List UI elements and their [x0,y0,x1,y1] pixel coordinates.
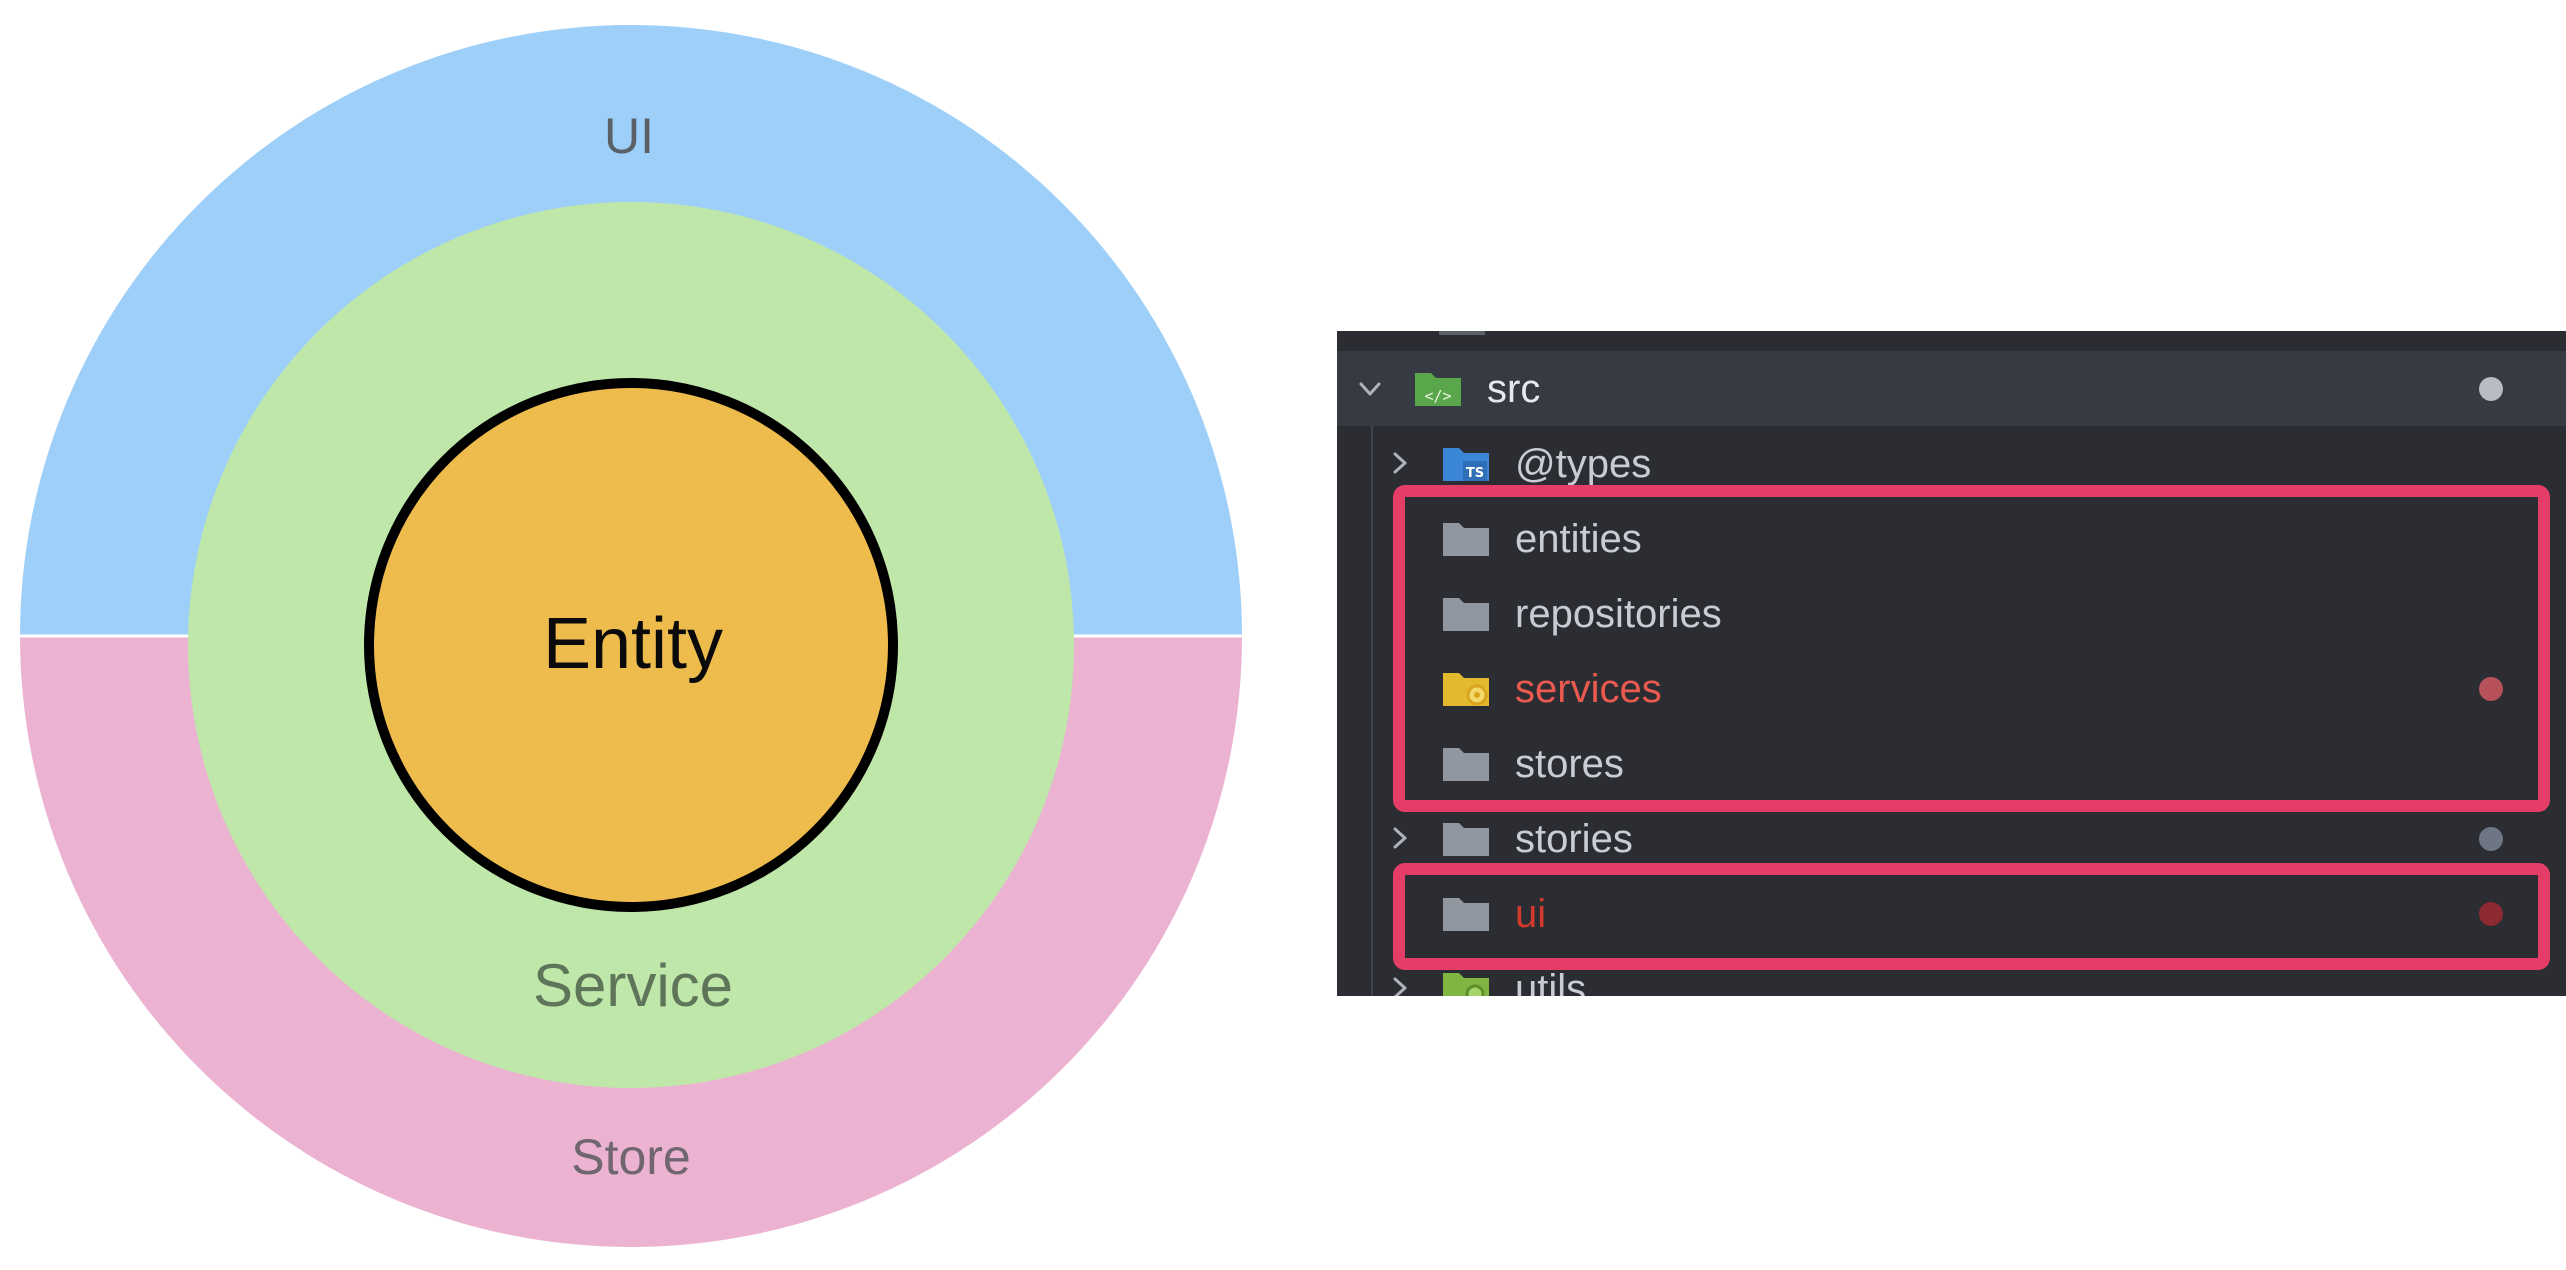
services-folder-icon [1441,668,1491,708]
tree-row-repositories[interactable]: repositories [1337,576,2566,651]
chevron-right-icon[interactable] [1387,450,1413,476]
tree-item-label: entities [1515,517,1642,561]
tree-item-label: src [1487,367,1541,411]
tree-row-entities[interactable]: entities [1337,501,2566,576]
folder-icon [1437,331,1487,337]
service-layer-label: Service [533,952,733,1019]
entity-layer-label: Entity [543,604,723,684]
folder-icon [1441,893,1491,933]
svg-text:TS: TS [1466,466,1484,481]
tree-item-label: stores [1515,742,1624,786]
tree-item-label: @types [1515,442,1652,486]
folder-icon [1441,743,1491,783]
tree-row-types[interactable]: TS @types [1337,426,2566,501]
chevron-right-icon[interactable] [1387,825,1413,851]
tree-row-ui[interactable]: ui [1337,876,2566,951]
folder-icon [1441,518,1491,558]
project-file-tree: </> src TS @types entities repositories … [1337,331,2566,996]
tree-row-stores[interactable]: stores [1337,726,2566,801]
store-layer-label: Store [571,1129,691,1185]
folder-icon [1441,818,1491,858]
status-dot [2479,677,2503,701]
tree-row-services[interactable]: services [1337,651,2566,726]
tree-row-partial [1337,331,2566,354]
typescript-folder-icon: TS [1441,443,1491,483]
tree-item-label: stories [1515,817,1633,861]
utils-folder-icon [1441,968,1491,996]
tree-item-label: repositories [1515,592,1722,636]
chevron-right-icon[interactable] [1387,975,1413,996]
onion-diagram: UI Entity Service Store [20,25,1242,1247]
chevron-down-icon[interactable] [1357,376,1383,402]
tree-item-label: utils [1515,967,1587,996]
status-dot [2479,377,2503,401]
tree-row-utils[interactable]: utils [1337,951,2566,996]
tree-row-stories[interactable]: stories [1337,801,2566,876]
svg-text:</>: </> [1424,387,1451,405]
tree-item-label: services [1515,667,1662,711]
status-dot [2479,827,2503,851]
tree-row-src[interactable]: </> src [1337,351,2566,426]
status-dot [2479,902,2503,926]
tree-indent-guide [1371,426,1373,996]
folder-icon [1441,593,1491,633]
entity-core [364,378,898,912]
ui-layer-label: UI [604,108,654,164]
tree-item-label: ui [1515,892,1547,936]
source-folder-icon: </> [1413,368,1463,408]
